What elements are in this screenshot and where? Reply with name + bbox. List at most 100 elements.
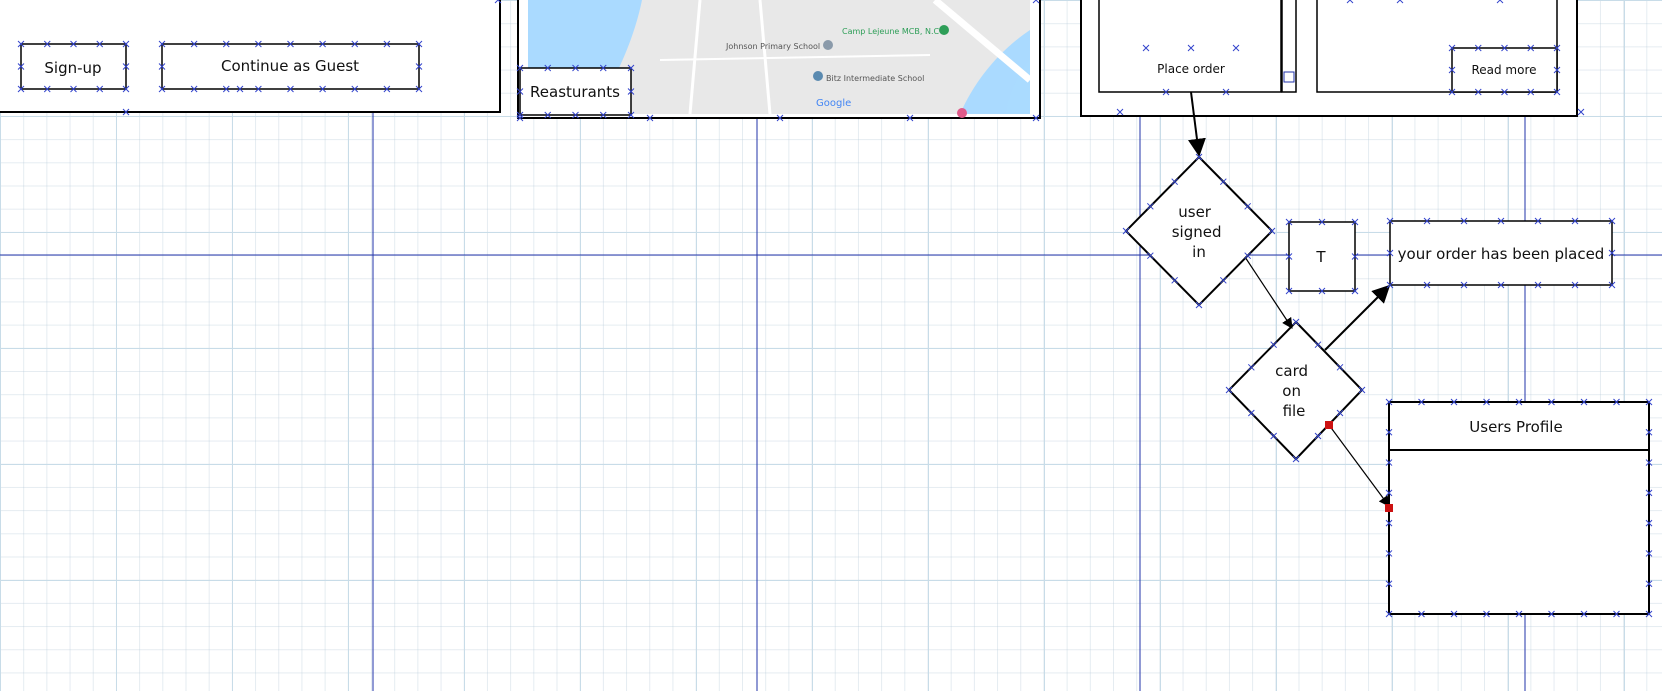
connection-handle[interactable] (17, 40, 25, 48)
connection-handle[interactable] (158, 40, 166, 48)
connection-handle[interactable] (351, 40, 359, 48)
connector-order-to-decision1[interactable] (1188, 91, 1206, 157)
connection-handle[interactable] (627, 88, 635, 95)
scrollbar-thumb[interactable] (1283, 71, 1295, 83)
connection-handle[interactable] (494, 0, 502, 4)
order-scrollbar[interactable] (1281, 0, 1297, 93)
connection-handle[interactable] (1580, 398, 1588, 406)
connection-handle[interactable] (599, 64, 607, 72)
connection-handle[interactable] (1232, 44, 1240, 52)
connection-handle[interactable] (1336, 409, 1344, 417)
connection-handle[interactable] (415, 40, 423, 48)
connection-handle[interactable] (1496, 0, 1504, 4)
decision-user-signed-in[interactable]: user signed in (1124, 155, 1274, 307)
connection-handle[interactable] (1450, 610, 1458, 618)
connection-handle[interactable] (1608, 249, 1616, 257)
connection-handle[interactable] (1645, 519, 1653, 527)
connection-handle[interactable] (1423, 281, 1431, 289)
connection-handle[interactable] (1385, 580, 1393, 588)
connection-handle[interactable] (1336, 363, 1344, 371)
connection-handle[interactable] (627, 111, 635, 119)
connection-handle[interactable] (516, 111, 524, 119)
connection-handle[interactable] (1645, 489, 1653, 497)
connection-handle[interactable] (1553, 88, 1561, 96)
connection-handle[interactable] (1385, 428, 1393, 436)
connection-handle[interactable] (190, 85, 198, 93)
connection-handle[interactable] (1534, 217, 1542, 225)
connection-handle[interactable] (1285, 287, 1293, 295)
connection-handle[interactable] (516, 64, 524, 72)
connection-handle[interactable] (1448, 44, 1456, 52)
connection-handle[interactable] (1285, 218, 1293, 226)
login-panel[interactable]: Sign-up Continue as Guest (0, 0, 501, 113)
connection-handle[interactable] (1418, 398, 1425, 406)
connection-handle[interactable] (1418, 610, 1425, 618)
connection-handle[interactable] (1645, 428, 1653, 436)
connection-handle[interactable] (1247, 409, 1255, 417)
connection-handle[interactable] (1501, 88, 1508, 96)
connection-handle[interactable] (1385, 610, 1393, 618)
connection-handle[interactable] (1548, 398, 1555, 406)
connection-handle[interactable] (572, 64, 579, 72)
connection-handle[interactable] (122, 85, 130, 93)
connection-handle[interactable] (544, 111, 552, 119)
connection-handle[interactable] (1268, 227, 1276, 235)
connection-handle[interactable] (255, 85, 262, 93)
connection-handle[interactable] (1515, 398, 1523, 406)
connection-handle[interactable] (1423, 217, 1431, 225)
connection-handle[interactable] (1483, 398, 1490, 406)
connection-handle[interactable] (1613, 398, 1620, 406)
connection-handle[interactable] (17, 63, 25, 70)
connection-handle[interactable] (1534, 281, 1542, 289)
connection-handle[interactable] (1385, 489, 1393, 497)
connection-handle[interactable] (351, 85, 359, 93)
connection-handle[interactable] (1225, 386, 1233, 394)
read-more-button[interactable]: Read more (1451, 47, 1558, 93)
connection-handle[interactable] (122, 108, 130, 116)
connection-handle[interactable] (1580, 610, 1588, 618)
connection-handle[interactable] (1162, 88, 1170, 96)
connection-handle[interactable] (415, 85, 423, 93)
connection-handle[interactable] (190, 40, 198, 48)
connection-handle[interactable] (1314, 341, 1322, 349)
connection-handle[interactable] (627, 64, 635, 72)
connection-handle[interactable] (1385, 398, 1393, 406)
connection-handle[interactable] (43, 40, 51, 48)
connection-handle[interactable] (1247, 363, 1255, 371)
connection-handle[interactable] (1146, 202, 1154, 210)
decision-card-on-file[interactable]: card on file (1227, 320, 1364, 461)
connection-handle[interactable] (1474, 88, 1482, 96)
flow[interactable]: user signed in T your order has been pla… (1124, 91, 1650, 615)
connection-handle[interactable] (415, 63, 423, 70)
connection-handle[interactable] (572, 111, 579, 119)
order-confirmation-box[interactable]: your order has been placed (1389, 220, 1613, 286)
connection-handle[interactable] (1645, 580, 1653, 588)
connection-handle[interactable] (1450, 398, 1458, 406)
connection-handle[interactable] (236, 85, 244, 93)
connection-handle[interactable] (383, 40, 391, 48)
connection-handle[interactable] (1645, 459, 1653, 466)
order-panel[interactable]: Place order Read more (1080, 0, 1578, 117)
connection-handle[interactable] (1318, 287, 1326, 295)
connection-handle[interactable] (1292, 318, 1300, 326)
connection-handle[interactable] (222, 40, 230, 48)
connection-handle[interactable] (1386, 281, 1394, 289)
connector-decision1-to-decision2[interactable] (1244, 256, 1293, 329)
connector-decision2-to-confirmation[interactable] (1324, 284, 1391, 351)
connection-handle[interactable] (1548, 610, 1555, 618)
connection-handle[interactable] (1171, 276, 1179, 284)
connection-handle[interactable] (1146, 252, 1154, 260)
connection-handle[interactable] (544, 64, 552, 72)
connection-handle[interactable] (1032, 0, 1040, 4)
connection-handle[interactable] (158, 85, 166, 93)
connection-handle[interactable] (122, 63, 130, 70)
connection-handle[interactable] (1318, 218, 1326, 226)
connection-handle[interactable] (158, 63, 166, 70)
connection-handle[interactable] (1285, 253, 1293, 260)
connection-handle[interactable] (287, 40, 294, 48)
connection-handle[interactable] (1613, 610, 1620, 618)
connection-handle[interactable] (1571, 217, 1579, 225)
selection-point-start[interactable] (1325, 421, 1333, 429)
connection-handle[interactable] (1351, 253, 1359, 260)
connection-handle[interactable] (1474, 44, 1482, 52)
